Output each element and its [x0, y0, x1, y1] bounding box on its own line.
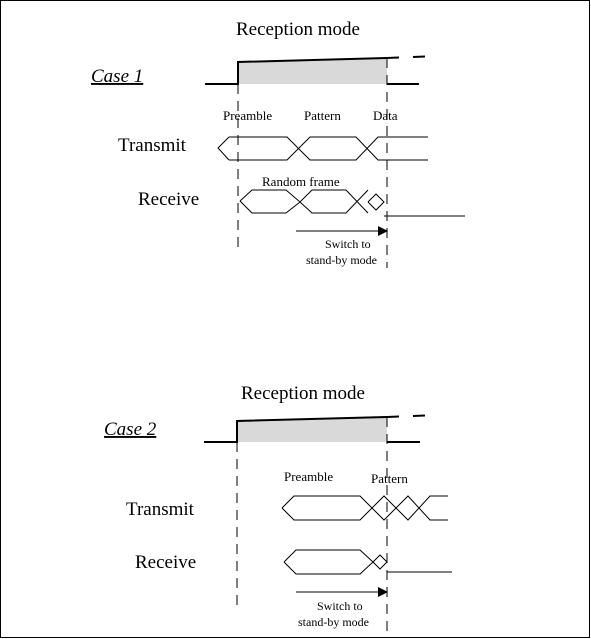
case1-transmit-label: Transmit: [118, 135, 187, 156]
case2-label: Case 2: [104, 419, 157, 440]
case1-label: Case 1: [91, 66, 143, 87]
case1-switch-arrowhead-icon: [378, 226, 388, 236]
case2-switch-note-line2: stand-by mode: [298, 615, 369, 629]
case1-reception-end-dash: [386, 55, 439, 59]
case1-switch-note-line1: Switch to: [325, 237, 371, 251]
case1-receive-waveform: [239, 189, 385, 214]
case2-title: Reception mode: [241, 383, 365, 404]
case1-field-preamble: Preamble: [223, 108, 272, 123]
case2-transmit-waveform: [281, 495, 448, 521]
case2-reception-signal: [204, 416, 388, 443]
case2-receive-waveform: [283, 549, 388, 575]
case1-switch-note-line2: stand-by mode: [306, 253, 377, 267]
case2-reception-window: [237, 417, 387, 442]
case2-switch-arrowhead-icon: [378, 587, 388, 597]
case1-reception-window: [238, 58, 387, 84]
case1-receive-note: Random frame: [262, 174, 340, 189]
case2-receive-label: Receive: [135, 552, 196, 573]
case2-switch-note-line1: Switch to: [317, 599, 363, 613]
case1-transmit-waveform: [217, 136, 428, 161]
case1-receive-label: Receive: [138, 189, 199, 210]
case1-title: Reception mode: [236, 19, 360, 40]
case2-field-pattern: Pattern: [371, 471, 408, 486]
case1-group: Reception mode Case 1 Preamble Pattern D…: [91, 19, 465, 268]
case1-field-data: Data: [373, 108, 398, 123]
case1-reception-signal: [205, 57, 388, 85]
case2-reception-end-dash: [386, 414, 439, 418]
case2-transmit-label: Transmit: [126, 499, 195, 520]
case1-field-pattern: Pattern: [304, 108, 341, 123]
case2-group: Reception mode Case 2 Preamble Pattern T…: [104, 383, 452, 632]
case2-field-preamble: Preamble: [284, 469, 333, 484]
